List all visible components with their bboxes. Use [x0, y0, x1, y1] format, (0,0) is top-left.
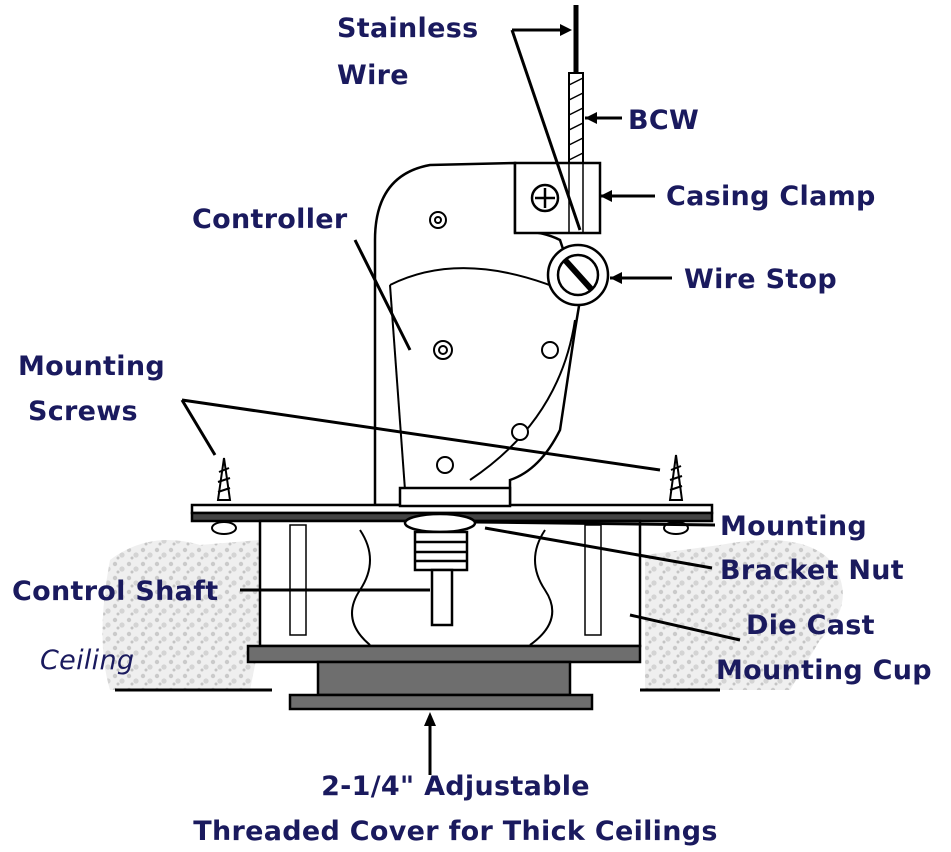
threaded-cover-label-1: 2-1/4" Adjustable: [321, 771, 590, 802]
mounting-screws-label-1: Mounting: [18, 351, 165, 382]
wire-stop-label: Wire Stop: [684, 264, 837, 295]
bcw-label: BCW: [628, 105, 700, 136]
casing-clamp: [513, 161, 602, 235]
ceiling-texture: [102, 540, 843, 690]
mounting-bracket-nut-label-1: Mounting: [720, 511, 867, 542]
leader-arrowheads: [424, 24, 622, 726]
mounting-screw-left: [211, 457, 237, 535]
wire-stop: [546, 243, 610, 307]
mounting-screws-label-2: Screws: [28, 396, 138, 427]
ceiling-label: Ceiling: [40, 645, 135, 676]
threaded-cover-label-2: Threaded Cover for Thick Ceilings: [193, 816, 718, 847]
leader-lines: [180, 28, 741, 775]
control-shaft-label: Control Shaft: [12, 576, 219, 607]
die-cast-label-2: Mounting Cup: [716, 655, 932, 686]
stainless-wire-label-1: Stainless: [337, 13, 479, 44]
bcw-casing: [568, 72, 584, 164]
casing-clamp-label: Casing Clamp: [666, 181, 876, 212]
stainless-wire-label-2: Wire: [337, 60, 409, 91]
threaded-cover: [246, 644, 642, 711]
controller-label: Controller: [192, 204, 348, 235]
mounting-bracket-nut-label-2: Bracket Nut: [720, 555, 904, 586]
controller-holes: [429, 211, 559, 474]
control-shaft-assembly: [403, 512, 477, 627]
die-cast-label-1: Die Cast: [746, 610, 875, 641]
